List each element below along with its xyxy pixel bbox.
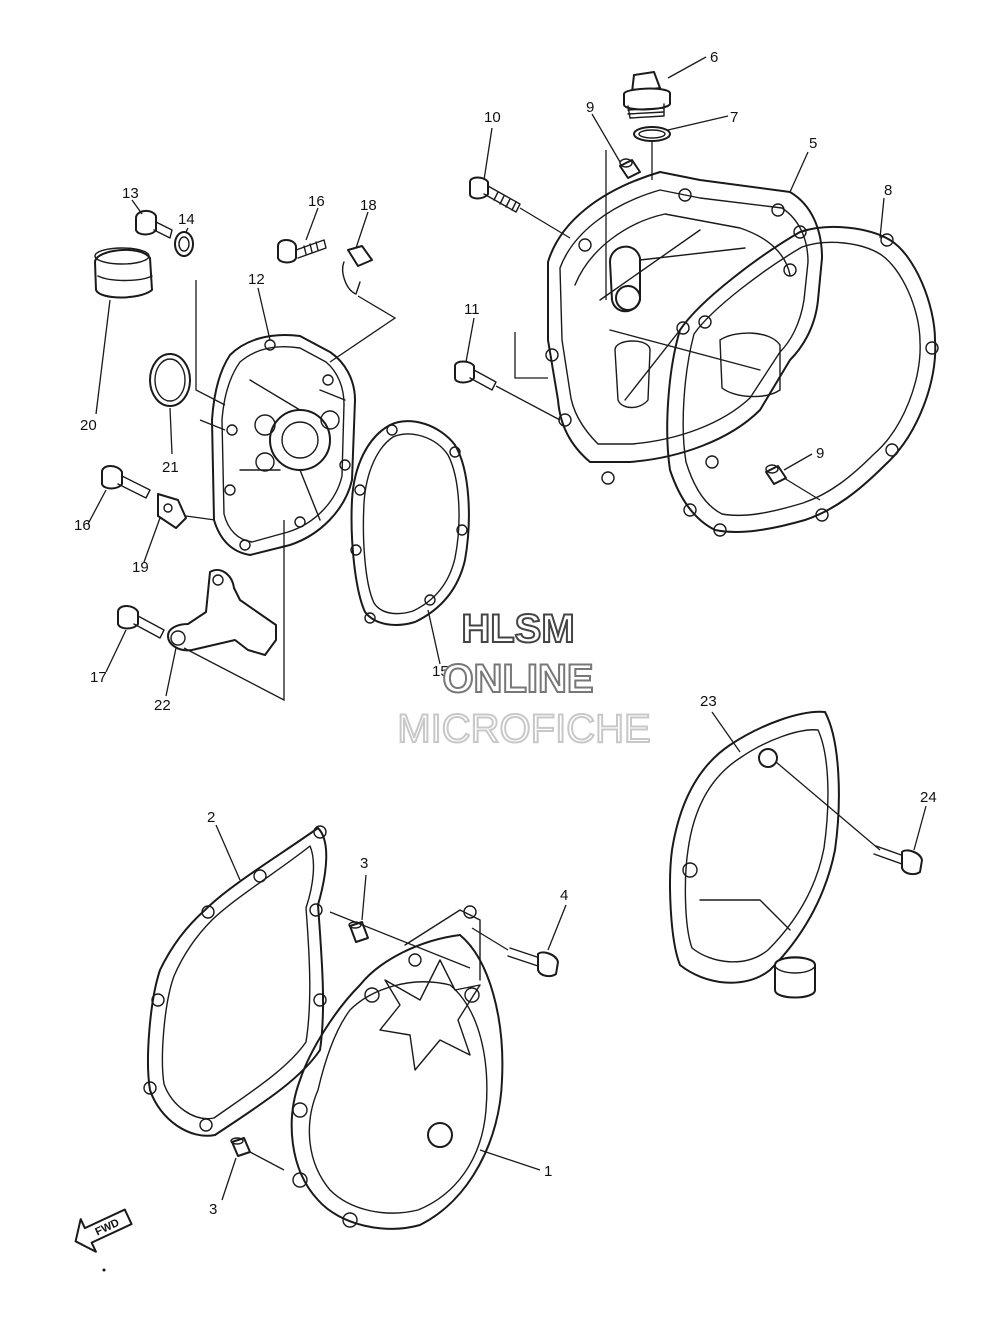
watermark-line2: ONLINE: [442, 657, 593, 701]
callout-7: 7: [730, 109, 738, 126]
callout-21: 21: [162, 459, 179, 476]
bolt-4: [507, 947, 559, 978]
callout-numbers: 1 2 3 3 4 5 6 7 8 9 9 10 11 12 13 14 15 …: [74, 49, 937, 1218]
watermark-line3: MICROFICHE: [397, 707, 650, 751]
clip-19: [157, 493, 187, 529]
bolt-17: [117, 605, 165, 639]
callout-13: 13: [122, 185, 139, 202]
dowel-9-right: [765, 464, 787, 485]
callout-16-top: 16: [308, 193, 325, 210]
fwd-arrow-icon: FWD: [74, 1208, 133, 1253]
clip-18: [342, 245, 373, 295]
callout-6: 6: [710, 49, 718, 66]
callout-18: 18: [360, 197, 377, 214]
callout-9-top: 9: [586, 99, 594, 116]
bolt-10: [469, 176, 521, 213]
watermark: HLSM ONLINE MICROFICHE: [396, 606, 651, 752]
cover-12: [211, 334, 356, 556]
callout-14: 14: [178, 211, 195, 228]
gasket-2: [143, 825, 328, 1137]
callout-24: 24: [920, 789, 937, 806]
bolt-24: [873, 845, 923, 876]
callout-3-upper: 3: [360, 855, 368, 872]
dowel-3-upper: [348, 921, 369, 943]
watermark-line1: HLSM: [461, 607, 574, 651]
callout-4: 4: [560, 887, 568, 904]
callout-17: 17: [90, 669, 107, 686]
callout-5: 5: [809, 135, 817, 152]
callout-9-right: 9: [816, 445, 824, 462]
crankcase-cover-5: [514, 171, 823, 485]
leader-lines: [87, 56, 927, 1201]
callout-19: 19: [132, 559, 149, 576]
filler-cap-6: [623, 71, 671, 119]
gasket-8: [666, 225, 939, 537]
dowel-9-top: [619, 158, 641, 179]
bracket-22: [167, 569, 277, 656]
callout-8: 8: [884, 182, 892, 199]
callout-3-lower: 3: [209, 1201, 217, 1218]
oring-7: [633, 126, 671, 142]
callout-16-lower: 16: [74, 517, 91, 534]
washer-14: [174, 231, 194, 257]
bolt-11: [454, 360, 497, 391]
callout-2: 2: [207, 809, 215, 826]
generator-cover-1: [290, 905, 504, 1230]
callout-12: 12: [248, 271, 265, 288]
dowel-3-lower: [230, 1137, 251, 1157]
callout-23: 23: [700, 693, 717, 710]
callout-11: 11: [464, 301, 480, 318]
stray-dot: [102, 1268, 106, 1272]
bolt-16-lower: [101, 465, 151, 499]
sprocket-cover-23: [669, 710, 840, 999]
callout-1: 1: [544, 1163, 552, 1180]
callout-22: 22: [154, 697, 171, 714]
bolt-13: [135, 210, 173, 239]
bolt-16-top: [277, 239, 327, 264]
plug-20: [94, 247, 153, 299]
callout-15: 15: [432, 663, 449, 680]
callout-10: 10: [484, 109, 501, 126]
callout-20: 20: [80, 417, 97, 434]
gasket-15: [350, 420, 470, 626]
oring-21: [149, 353, 191, 407]
